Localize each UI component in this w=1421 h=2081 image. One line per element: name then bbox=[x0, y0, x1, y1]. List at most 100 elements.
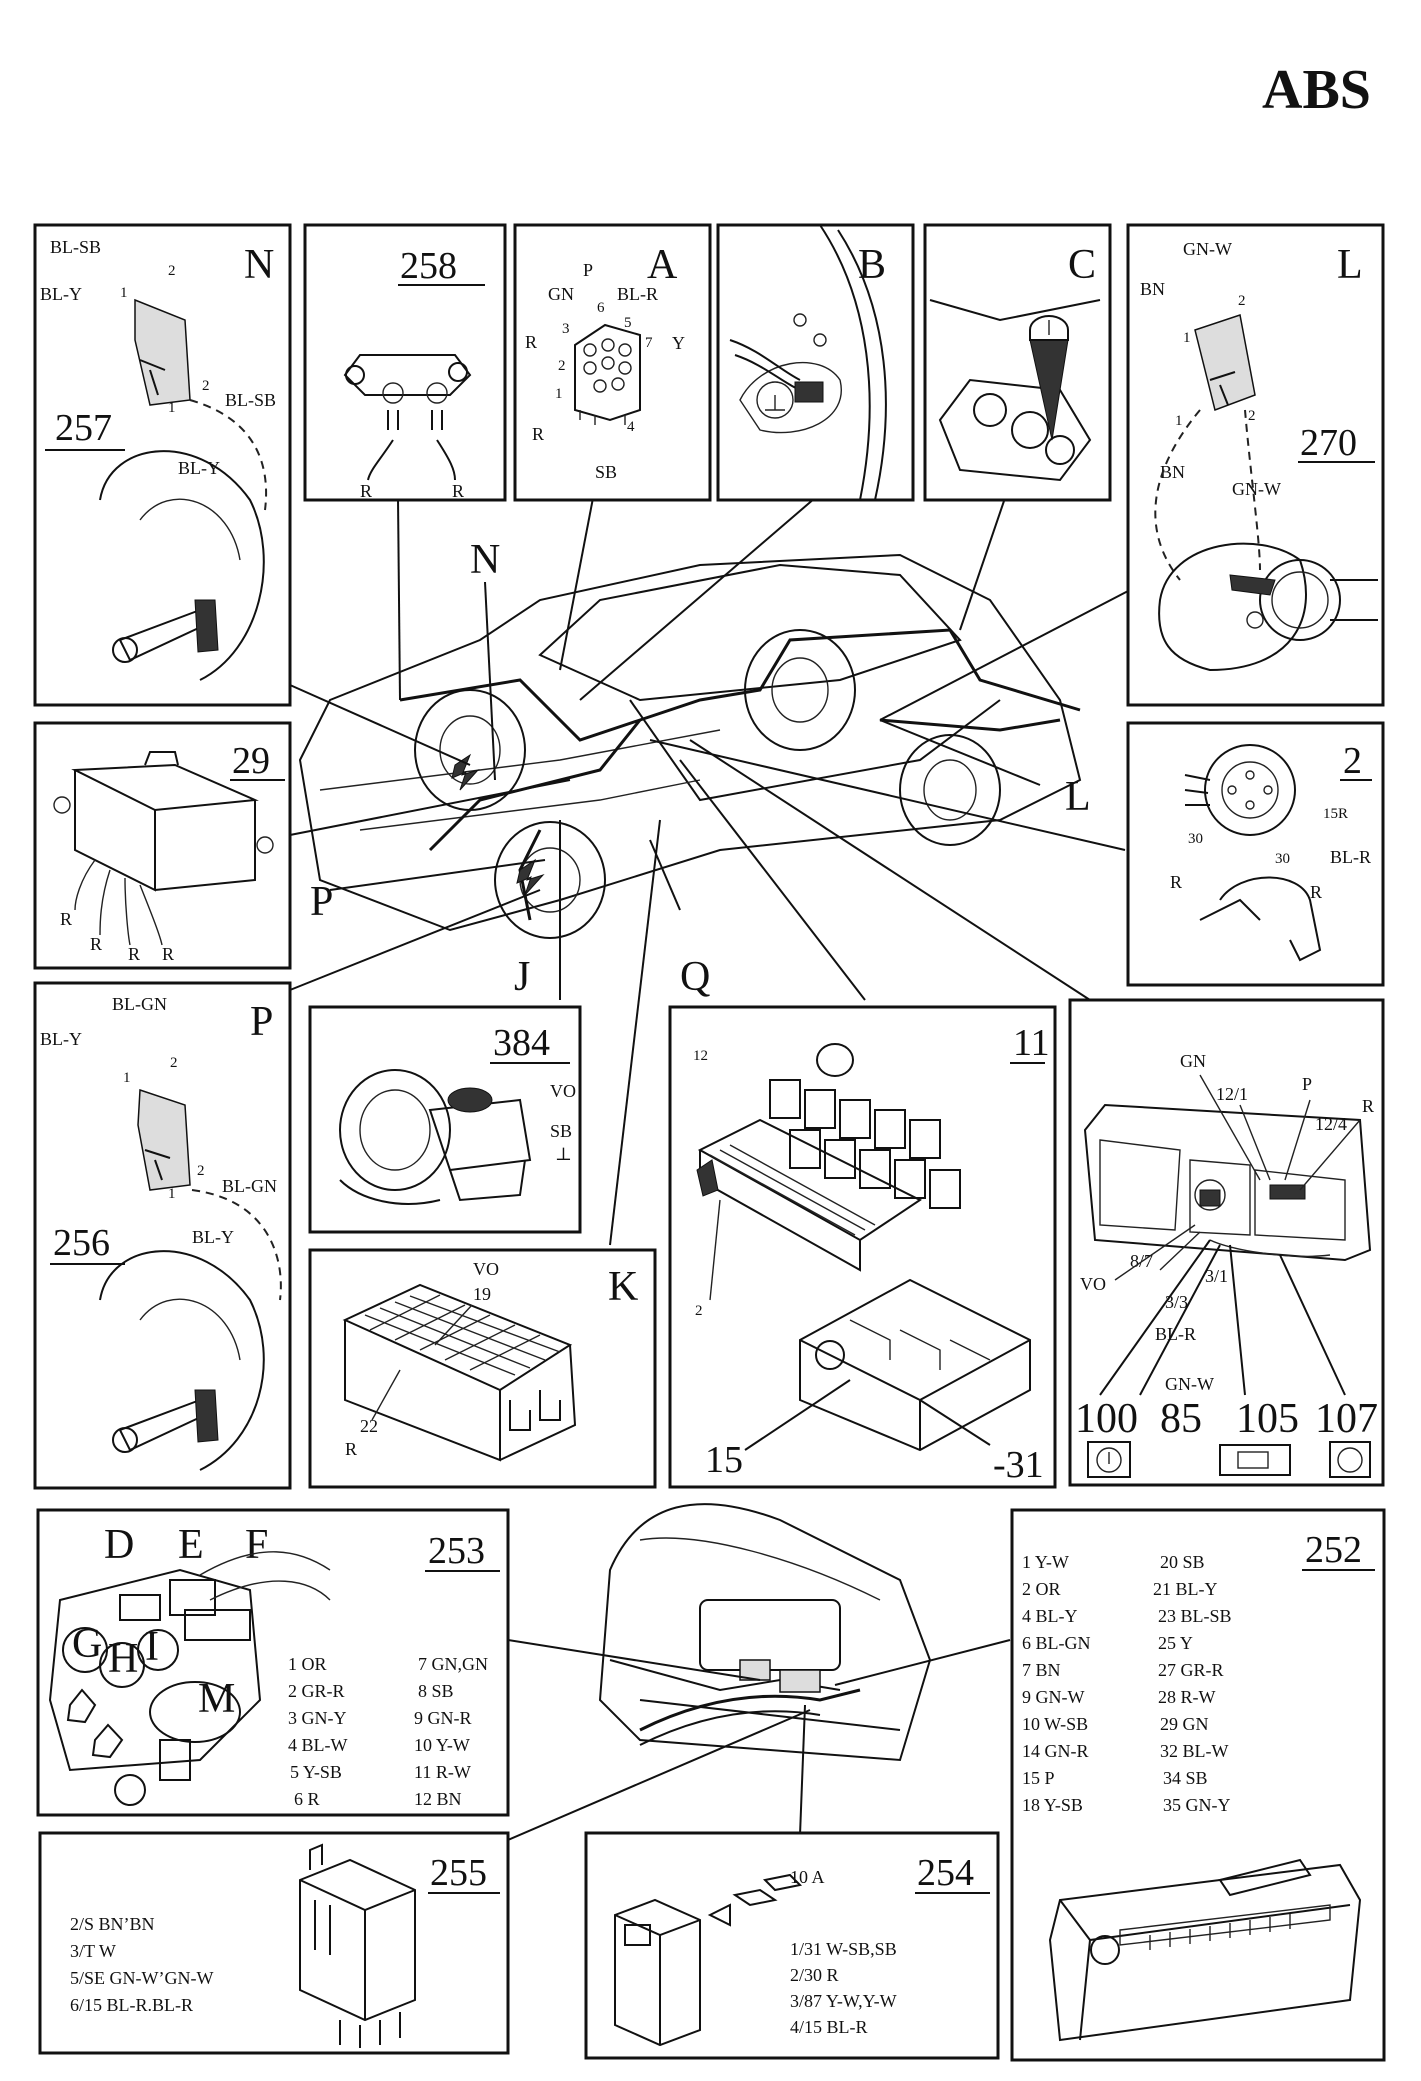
wire-label: GN-W bbox=[1165, 1374, 1214, 1394]
wire-label: BL-Y bbox=[40, 284, 82, 304]
panel-B-letter: B bbox=[858, 242, 886, 288]
wire-label: BL-R bbox=[1330, 847, 1371, 867]
panel-N-letter: N bbox=[244, 242, 274, 288]
pin-label: 29 GN bbox=[1160, 1714, 1209, 1734]
panel-K-letter: K bbox=[608, 1264, 638, 1310]
wire-label: R bbox=[345, 1439, 357, 1459]
pin-label: 1 bbox=[123, 1070, 131, 1086]
pin-label: 4 BL-W bbox=[288, 1735, 347, 1755]
page-title: ABS bbox=[1262, 59, 1371, 121]
pin-label: 30 bbox=[1275, 851, 1290, 867]
pin-label: 5 Y-SB bbox=[290, 1762, 342, 1782]
panel-K: K VO 19 22 R bbox=[308, 1248, 657, 1489]
pin-label: 1 bbox=[120, 285, 128, 301]
pin-label: 19 bbox=[473, 1284, 491, 1304]
pin-label: 21 BL-Y bbox=[1153, 1579, 1218, 1599]
pin-label: 3/3 bbox=[1165, 1292, 1188, 1312]
wire-label: BL-R bbox=[617, 284, 658, 304]
wire-label: GN bbox=[1180, 1051, 1206, 1071]
panel-11-number: 11 bbox=[1013, 1022, 1050, 1064]
part-label: 2 bbox=[695, 1303, 703, 1319]
pin-label: 6 bbox=[597, 300, 605, 316]
panel-P: P 256 BL-GN BL-Y 1 2 2 BL-GN 1 BL-Y bbox=[33, 981, 292, 1490]
callout-M: M bbox=[198, 1676, 235, 1722]
brake-icon bbox=[1337, 1447, 1363, 1473]
pin-label: 1 Y-W bbox=[1022, 1552, 1069, 1572]
panel-A: A P GN BL-R 6 5 3 R 2 7 Y 1 4 R SB bbox=[513, 223, 712, 502]
pin-label: 30 bbox=[1188, 831, 1203, 847]
pin-label: 2 bbox=[202, 378, 210, 394]
panel-384: 384 VO SB ⊥ bbox=[308, 1005, 582, 1234]
callout-I: I bbox=[145, 1624, 159, 1670]
pin-label: 25 Y bbox=[1158, 1633, 1193, 1653]
pin-label: 2 bbox=[1248, 408, 1256, 424]
pin-label: 1/31 W-SB,SB bbox=[790, 1939, 897, 1959]
panel-11: 11 12 2 15 -31 bbox=[668, 1005, 1057, 1489]
wire-label: R bbox=[162, 944, 174, 964]
pin-label: 5/SE GN-W’GN-W bbox=[70, 1968, 213, 1988]
pin-label: 2 OR bbox=[1022, 1579, 1061, 1599]
pin-label: 10 W-SB bbox=[1022, 1714, 1088, 1734]
pin-label: 15R bbox=[1323, 806, 1348, 822]
panel-L-number: 270 bbox=[1300, 422, 1357, 464]
pin-label: 11 R-W bbox=[414, 1762, 471, 1782]
panel-258-number: 258 bbox=[400, 245, 457, 287]
wire-label: R bbox=[128, 944, 140, 964]
pin-label: 1 bbox=[1175, 413, 1183, 429]
callout-P: P bbox=[310, 879, 333, 925]
panel-L: L 270 GN-W BN 1 2 1 2 BN GN-W bbox=[1126, 223, 1385, 707]
wire-label: BL-Y bbox=[178, 458, 220, 478]
panel-N-number: 257 bbox=[55, 407, 112, 449]
callout-Q: Q bbox=[680, 954, 710, 1000]
pin-label: 7 BN bbox=[1022, 1660, 1061, 1680]
pin-label: 2 bbox=[558, 358, 566, 374]
wire-label: R bbox=[60, 909, 72, 929]
pin-label: 2/S BN’BN bbox=[70, 1914, 155, 1934]
wire-label: BL-R bbox=[1155, 1324, 1196, 1344]
pin-label: 4 BL-Y bbox=[1022, 1606, 1078, 1626]
pin-label: 7 GN,GN bbox=[418, 1654, 488, 1674]
panel-252-number: 252 bbox=[1305, 1529, 1362, 1571]
pin-label: 6 BL-GN bbox=[1022, 1633, 1091, 1653]
panel-255: 255 2/S BN’BN 3/T W 5/SE GN-W’GN-W 6/15 … bbox=[38, 1831, 510, 2055]
pin-label: 32 BL-W bbox=[1160, 1741, 1228, 1761]
pin-label: 35 GN-Y bbox=[1163, 1795, 1231, 1815]
pin-label: 5 bbox=[624, 315, 632, 331]
panel-A-letter: A bbox=[647, 242, 678, 288]
wire-label: SB bbox=[550, 1121, 572, 1141]
wire-label: Y bbox=[672, 333, 685, 353]
pin-label: 14 GN-R bbox=[1022, 1741, 1089, 1761]
pin-label: 12/1 bbox=[1216, 1084, 1248, 1104]
pin-label: 23 BL-SB bbox=[1158, 1606, 1232, 1626]
panel-29-number: 29 bbox=[232, 740, 270, 782]
callout-N: N bbox=[470, 537, 500, 583]
pin-label: 1 bbox=[555, 386, 563, 402]
pin-label: 3/1 bbox=[1205, 1266, 1228, 1286]
panel-29: 29 R R R R bbox=[33, 721, 292, 970]
pin-label: 3/87 Y-W,Y-W bbox=[790, 1991, 897, 2011]
wire-label: P bbox=[583, 260, 593, 280]
pin-label: 12 BN bbox=[414, 1789, 462, 1809]
panel-N: N 257 BL-SB BL-Y 1 2 2 BL-SB 1 BL-Y bbox=[33, 223, 292, 707]
ground-symbol: ⊥ bbox=[555, 1144, 572, 1164]
wire-label: R bbox=[525, 332, 537, 352]
cluster-number-85: 85 bbox=[1160, 1396, 1202, 1442]
panel-2-number: 2 bbox=[1343, 740, 1362, 782]
pin-label: 2 GR-R bbox=[288, 1681, 345, 1701]
wire-label: BL-Y bbox=[40, 1029, 82, 1049]
pin-label: 2 bbox=[1238, 293, 1246, 309]
callout-D: D bbox=[104, 1522, 134, 1568]
wire-label: VO bbox=[550, 1081, 576, 1101]
wire-label: R bbox=[452, 481, 464, 501]
pin-label: 1 bbox=[1183, 330, 1191, 346]
pin-label: 1 bbox=[168, 1186, 176, 1202]
pin-label: 3 bbox=[562, 321, 570, 337]
panel-B: B bbox=[716, 223, 915, 502]
cluster-number-100: 100 bbox=[1075, 1396, 1138, 1442]
engine-bay-illustration bbox=[598, 1503, 932, 1762]
wire-label: SB bbox=[595, 462, 617, 482]
pin-label: 6 R bbox=[294, 1789, 320, 1809]
panel-258: 258 R R bbox=[303, 223, 507, 502]
pin-label: 3/T W bbox=[70, 1941, 116, 1961]
panel-C: C bbox=[923, 223, 1112, 502]
